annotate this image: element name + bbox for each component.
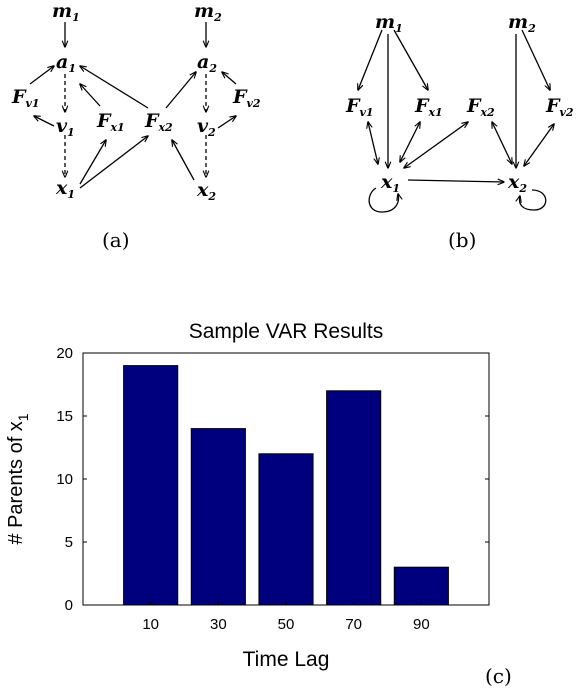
node-a-a2: a2 — [197, 51, 217, 75]
edge-b-m1-fx1 — [393, 29, 428, 90]
edge-a-fv2-a2 — [222, 72, 237, 85]
edge-b-x1-x2 — [407, 180, 504, 182]
edge-a-v1-fv1 — [34, 116, 55, 127]
edge-b-fx1-x1 — [400, 122, 420, 162]
bar-10 — [123, 365, 179, 606]
node-a-x1: x1 — [55, 177, 75, 201]
x-tick-label-50: 50 — [278, 616, 295, 633]
self-loop-b-x2 — [520, 189, 547, 211]
node-a-v1: v1 — [56, 115, 75, 139]
diagram-b: m1 m2 Fv1 Fx1 Fx2 Fv2 x1 x2 (b) — [345, 11, 574, 252]
y-tick-label-10: 10 — [56, 471, 73, 488]
edge-a-fv1-a1 — [29, 66, 54, 85]
diagram-b-edges — [358, 29, 554, 213]
node-a-x2: x2 — [196, 179, 216, 203]
node-b-m1: m1 — [375, 11, 403, 35]
edge-a-fx2-a1 — [80, 66, 149, 109]
x-tick-label-70: 70 — [345, 616, 362, 633]
node-b-fx2: Fx2 — [466, 95, 495, 119]
x-tick-label-90: 90 — [413, 616, 430, 633]
y-axis-label: # Parents of x1 — [5, 413, 31, 544]
node-b-x1: x1 — [380, 171, 400, 195]
edge-b-fx2-x2 — [492, 122, 512, 164]
edge-b-fv1-x1 — [368, 122, 378, 164]
edge-a-v2-fv2 — [217, 116, 236, 129]
node-a-fv2: Fv2 — [232, 86, 261, 110]
diagram-a-nodes: m1 a1 Fv1 v1 Fx1 Fx2 x1 m2 a2 Fv2 v2 x2 — [11, 0, 261, 203]
edge-a-fx2-a2 — [165, 72, 196, 109]
x-axis-label: Time Lag — [243, 648, 330, 671]
caption-a: (a) — [102, 228, 130, 252]
edge-a-x2-fx2 — [172, 140, 195, 181]
y-tick-label-15: 15 — [56, 408, 73, 425]
x-tick-label-10: 10 — [142, 616, 159, 633]
node-b-fv1: Fv1 — [345, 95, 374, 119]
node-a-fx1: Fx1 — [96, 110, 125, 134]
edge-a-x1-fx2 — [79, 136, 148, 189]
node-b-fv2: Fv2 — [545, 95, 574, 119]
edge-a-fx1-a1 — [80, 84, 101, 107]
bar-90 — [393, 566, 449, 606]
bar-70 — [326, 390, 382, 606]
edge-a-x1-fx1 — [79, 140, 106, 185]
y-tick-label-5: 5 — [65, 534, 73, 551]
diagram-a: m1 a1 Fv1 v1 Fx1 Fx2 x1 m2 a2 Fv2 v2 x2 … — [11, 0, 261, 252]
edge-b-x1-fx2 — [404, 122, 468, 168]
caption-b: (b) — [448, 228, 476, 252]
bar-30 — [190, 428, 246, 606]
node-a-fx2: Fx2 — [144, 110, 173, 134]
node-a-m1: m1 — [52, 0, 80, 24]
node-a-a1: a1 — [56, 51, 76, 75]
node-b-fx1: Fx1 — [414, 95, 443, 119]
y-tick-label-20: 20 — [56, 345, 73, 362]
y-tick-label-0: 0 — [65, 597, 73, 614]
node-a-v2: v2 — [197, 115, 216, 139]
edge-b-fv2-x2 — [524, 124, 554, 166]
edge-b-m1-fv1 — [358, 29, 383, 90]
caption-c: (c) — [485, 664, 512, 688]
node-a-fv1: Fv1 — [11, 86, 40, 110]
y-ticks-group: 0 5 10 15 20 — [56, 345, 489, 614]
bar-chart: Sample VAR Results 0 5 10 15 20 10 30 50 70 90 T… — [5, 320, 512, 688]
x-ticks-group: 10 30 50 70 90 — [142, 601, 430, 633]
node-b-m2: m2 — [508, 11, 536, 35]
self-loop-b-x1 — [368, 187, 398, 213]
node-a-m2: m2 — [194, 0, 222, 24]
diagram-b-nodes: m1 m2 Fv1 Fx1 Fx2 Fv2 x1 x2 — [345, 11, 574, 195]
x-tick-label-30: 30 — [210, 616, 227, 633]
bars-group — [123, 365, 449, 606]
node-b-x2: x2 — [507, 171, 527, 195]
diagram-a-edges — [29, 22, 237, 189]
chart-title: Sample VAR Results — [189, 320, 384, 343]
edge-b-m2-fv2 — [521, 29, 550, 90]
bar-50 — [258, 453, 314, 606]
